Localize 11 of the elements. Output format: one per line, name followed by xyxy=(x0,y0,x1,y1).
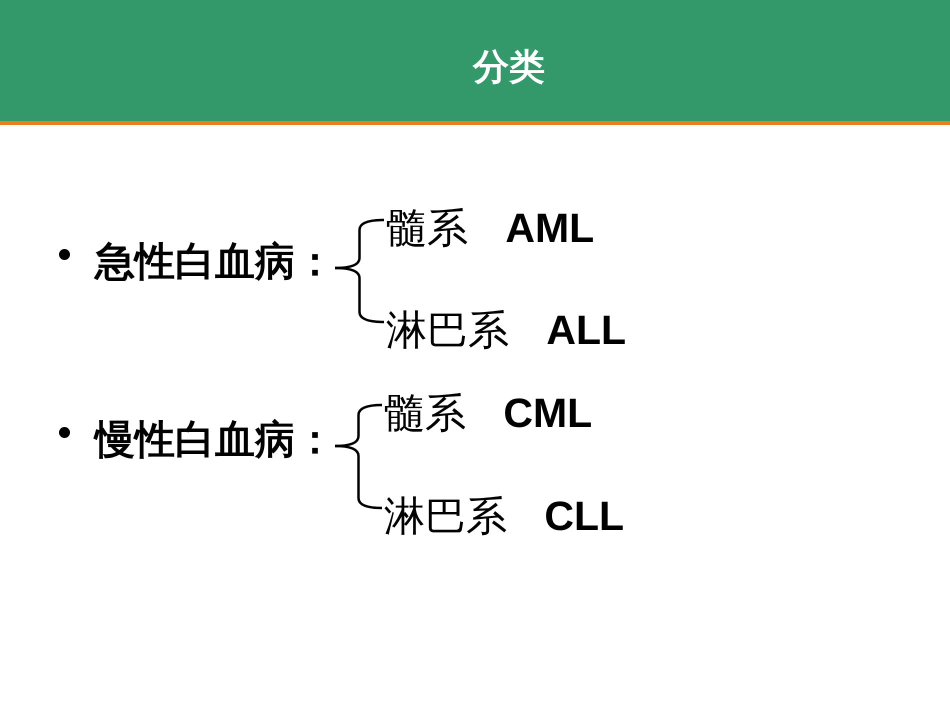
category-label: 慢性白血病： xyxy=(95,416,335,464)
brace-line xyxy=(334,444,382,510)
subtype-label: 淋巴系 CLL xyxy=(384,492,624,540)
slide-title: 分类 xyxy=(473,46,545,88)
subtype-label: 髓系 AML xyxy=(386,204,594,252)
brace-line xyxy=(334,404,382,448)
subtype-label: 淋巴系 ALL xyxy=(386,306,626,354)
category-label: 急性白血病： xyxy=(95,238,335,286)
subtype-label: 髓系 CML xyxy=(384,389,592,437)
brace-line xyxy=(334,218,384,270)
brace-line xyxy=(334,266,384,324)
